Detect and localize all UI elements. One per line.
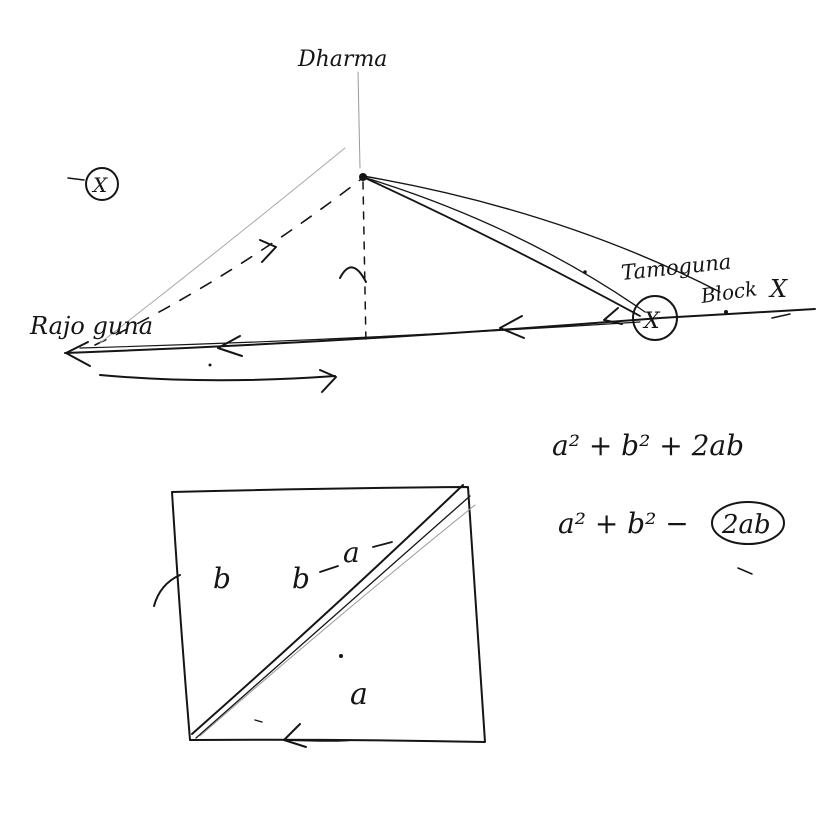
dot (724, 310, 728, 314)
label-b-left: b (213, 562, 231, 595)
tamoguna-circled-x-letter: X (642, 309, 661, 334)
baseline-second-stroke (79, 321, 641, 349)
circled-x-marker (85, 167, 119, 201)
block-x-tick (771, 313, 791, 319)
dharma-to-tamoguna-line-3 (362, 175, 721, 293)
circled-2ab-text: 2ab (721, 510, 771, 540)
right-arrow-icon-upper (259, 239, 277, 263)
label-a-top: a (343, 536, 360, 569)
small-tick (254, 719, 263, 723)
dot (208, 363, 212, 367)
dharma-to-tamoguna-line-2 (362, 176, 646, 313)
equation-minus-2ab: a² + b² − (558, 507, 689, 540)
block-x-mark: X (768, 275, 788, 303)
apex-top-line (357, 71, 361, 169)
left-side-brace (153, 574, 181, 607)
b-a-dash-2 (372, 541, 393, 548)
rajoguna-tamoguna-baseline (64, 308, 816, 354)
stray-mark (737, 567, 753, 575)
square-diagonal-2 (195, 495, 471, 739)
dharma-to-tamoguna-line-1 (362, 176, 641, 317)
left-arrowhead-icon (65, 341, 91, 367)
left-arrow-icon-right (499, 315, 525, 339)
return-curve (99, 374, 336, 382)
dot (583, 270, 587, 274)
tamoguna-circled-x (632, 295, 678, 341)
right-arrow-icon-lower (319, 369, 337, 393)
rajoguna-to-dharma-dashed (94, 179, 361, 346)
equation-plus-2ab: a² + b² + 2ab (552, 429, 744, 462)
circled-2ab (711, 501, 785, 545)
square-outline (171, 486, 486, 743)
left-arrow-icon-baseline (217, 335, 243, 357)
tamoguna-label: Tamoguna (620, 250, 732, 285)
upward-arrow-icon (339, 266, 367, 283)
circled-x-tick (67, 177, 85, 181)
block-label: Block (698, 276, 758, 308)
rajoguna-label: Rajo guna (29, 312, 153, 340)
apex-dashed-line (362, 181, 367, 346)
bottom-arrow-line (283, 739, 353, 742)
square-diagonal-1 (191, 484, 464, 735)
rajoguna-to-dharma-faint (99, 147, 346, 344)
left-arrow-icon-tamoguna (603, 307, 623, 325)
dharma-label: Dharma (297, 47, 387, 72)
bottom-left-arrow-icon (283, 723, 307, 748)
circled-x-letter: X (91, 173, 108, 197)
label-a-bottom: a (350, 677, 368, 712)
square-diagonal-faint (199, 504, 476, 737)
dot (339, 654, 343, 658)
label-b-middle: b (292, 562, 310, 595)
b-a-dash-1 (319, 565, 339, 573)
